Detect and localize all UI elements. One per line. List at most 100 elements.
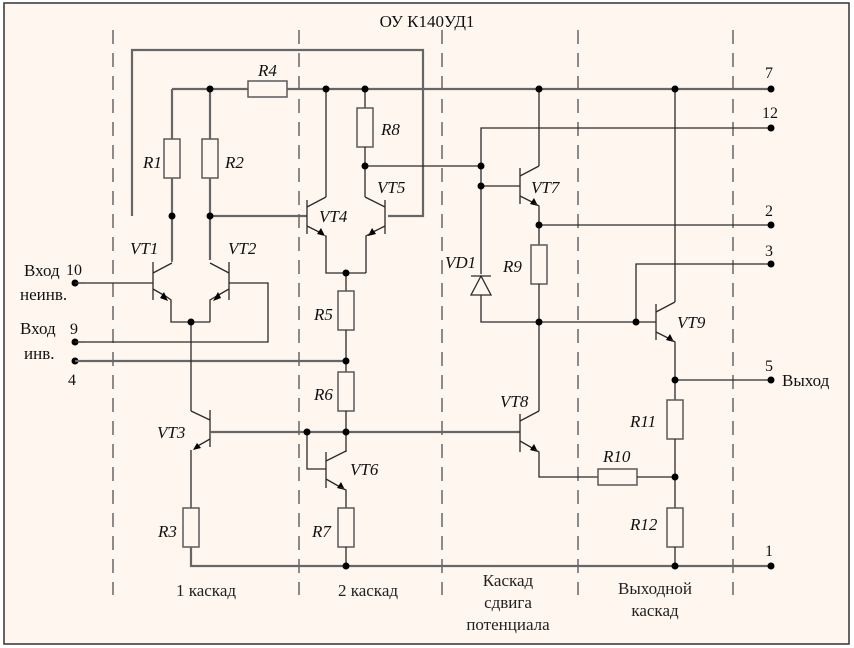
resistor-r5 (337, 290, 355, 331)
schematic-title: ОУ К140УД1 (380, 12, 475, 31)
label-vt3: VT3 (157, 423, 185, 442)
pin-12-label: 12 (762, 105, 778, 122)
junction-dot (477, 162, 485, 170)
pin-7-terminal (767, 85, 775, 93)
pin-5-label: 5 (765, 358, 773, 375)
junction-dot (535, 85, 543, 93)
bias-loop-wire (130, 48, 425, 218)
label-r3: R3 (157, 522, 177, 541)
resistor-r9 (530, 244, 548, 285)
junction-dot (206, 212, 214, 220)
label-r11: R11 (629, 412, 656, 431)
wire (655, 301, 676, 313)
resistor-r6 (337, 371, 355, 412)
resistor-r10 (597, 468, 638, 486)
label-vd1: VD1 (445, 253, 476, 272)
wire (306, 432, 326, 470)
wire (519, 410, 540, 422)
resistor-r2 (201, 138, 219, 179)
label-r12: R12 (629, 515, 658, 534)
wire (209, 262, 230, 274)
pin-5-terminal (767, 376, 775, 384)
junction-dot (342, 562, 350, 570)
resistor-r4 (247, 80, 288, 98)
resistor-r11 (666, 399, 684, 440)
wire (480, 295, 540, 323)
junction-dot (187, 318, 195, 326)
resistor-r1 (163, 138, 181, 179)
label-r4: R4 (257, 61, 277, 80)
label-r7: R7 (311, 522, 332, 541)
vt2-emitter-arrow (213, 292, 221, 301)
ground-rail-wire (189, 547, 771, 568)
label-r10: R10 (602, 447, 631, 466)
junction-dot (342, 428, 350, 436)
wire (365, 232, 372, 273)
pin-4-label: 4 (68, 372, 76, 389)
label-vt6: VT6 (350, 460, 379, 479)
pin-3-wire (635, 263, 771, 322)
stage-1-label: 1 каскад (176, 581, 236, 600)
pin-9-label: 9 (70, 321, 78, 338)
junction-dot (168, 212, 176, 220)
wire (339, 486, 347, 508)
junction-dot (671, 562, 679, 570)
junction-dot (361, 162, 369, 170)
pin-1-terminal (767, 562, 775, 570)
pin-7-label: 7 (765, 65, 773, 82)
junction-dots (168, 85, 679, 570)
junction-dot (535, 221, 543, 229)
label-r5: R5 (313, 305, 333, 324)
vt4-emitter-arrow (317, 228, 325, 236)
label-vt9: VT9 (677, 313, 706, 332)
pin-12-wire (480, 127, 771, 274)
resistor-r3 (182, 507, 200, 548)
wire (533, 448, 598, 478)
junction-dot (477, 182, 485, 190)
pin-10-label: 10 (66, 262, 82, 279)
label-r9: R9 (502, 257, 522, 276)
label-r6: R6 (313, 385, 333, 404)
label-vt4: VT4 (319, 207, 348, 226)
wire (209, 296, 216, 322)
junction-dot (361, 85, 369, 93)
stage-4-label-line1: Выходной (618, 579, 692, 598)
pin-12-terminal (767, 124, 775, 132)
wire (325, 450, 347, 462)
stage-3-label-line3: потенциала (466, 615, 550, 634)
label-vt8: VT8 (500, 392, 529, 411)
wire (519, 165, 540, 177)
junction-dot (322, 85, 330, 93)
wire (152, 262, 173, 274)
wire (306, 196, 327, 208)
junction-dot (303, 428, 311, 436)
vt1-emitter-arrow (160, 292, 168, 301)
output-label: Выход (782, 371, 830, 390)
inv-input-label-1: Вход (20, 319, 56, 338)
inv-input-wire (86, 282, 269, 343)
resistor-r8 (356, 107, 374, 148)
pin-2-terminal (767, 221, 775, 229)
label-r1: R1 (142, 153, 162, 172)
pin-2-label: 2 (765, 203, 773, 220)
wire (325, 478, 341, 488)
junction-dot (342, 357, 350, 365)
junction-dot (342, 269, 350, 277)
junction-dot (671, 473, 679, 481)
wire (533, 202, 540, 245)
junction-dot (535, 318, 543, 326)
junction-dot (206, 85, 214, 93)
stage-2-label: 2 каскад (338, 581, 398, 600)
wire (364, 196, 386, 208)
inv-input-label-2: инв. (24, 344, 54, 363)
label-vt2: VT2 (228, 239, 257, 258)
label-vt5: VT5 (377, 178, 405, 197)
pin-3-terminal (767, 260, 775, 268)
label-r8: R8 (380, 120, 400, 139)
noninv-input-label-2: неинв. (20, 285, 67, 304)
resistor-r12 (666, 507, 684, 548)
vt3-emitter-arrow (193, 443, 201, 450)
label-vt7: VT7 (531, 178, 561, 197)
junction-dot (671, 376, 679, 384)
